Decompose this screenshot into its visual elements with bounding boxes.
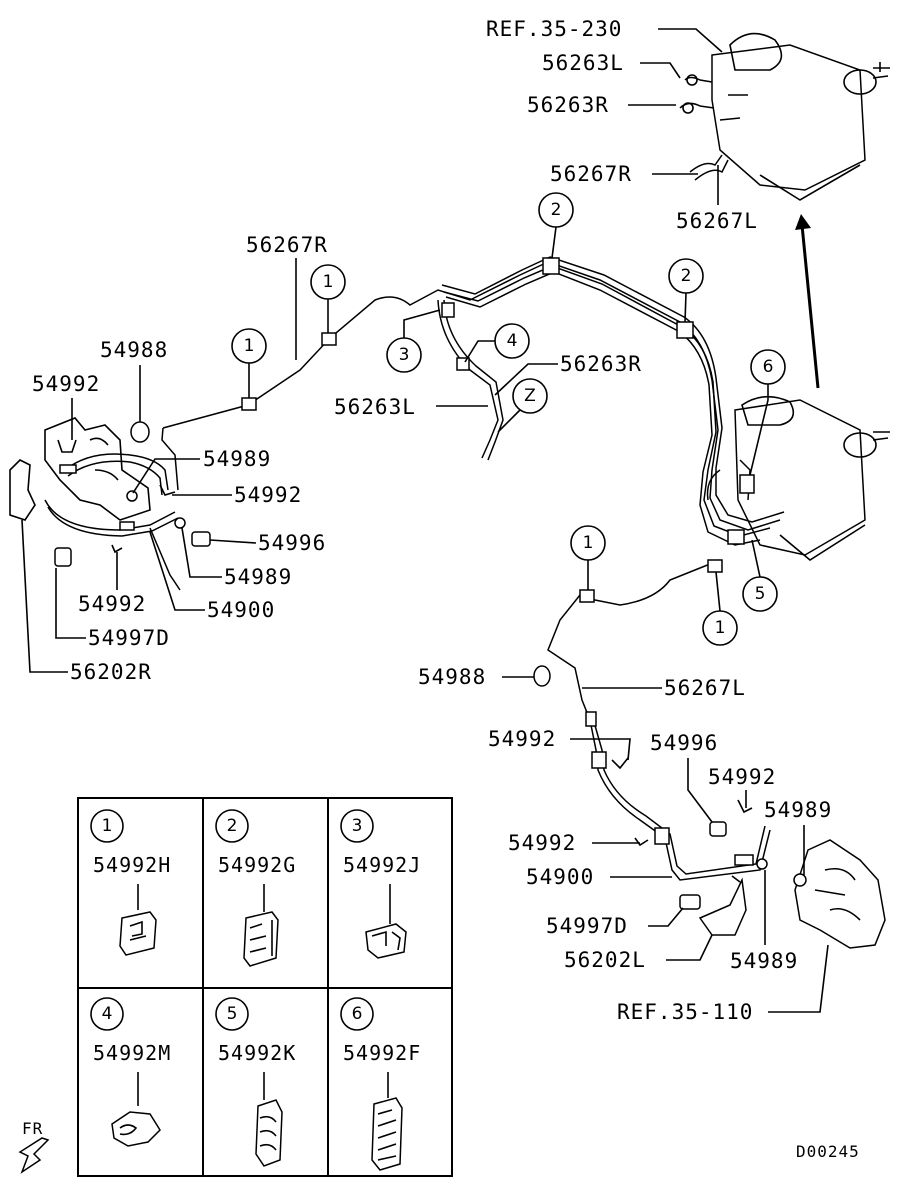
table-part-6: 54992F — [343, 1041, 421, 1065]
table-num-1: 1 — [102, 816, 113, 836]
table-num-2: 2 — [227, 816, 238, 836]
clip-1-a — [241, 397, 257, 411]
label-54900-left: 54900 — [207, 598, 275, 622]
label-54996-right: 54996 — [650, 731, 718, 755]
label-56202R-left: 56202R — [70, 660, 152, 684]
table-num-3: 3 — [352, 816, 363, 836]
right-caliper-assembly — [533, 665, 886, 949]
left-caliper-assembly — [9, 417, 211, 591]
ref-35-230-label: REF.35-230 — [486, 17, 622, 41]
table-part-1: 54992H — [93, 853, 171, 877]
label-54989-right-a: 54989 — [764, 798, 832, 822]
master-cylinder-top — [711, 32, 890, 201]
clip-1-c — [579, 589, 595, 603]
front-arrow-icon — [18, 1137, 50, 1174]
table-part-2: 54992G — [218, 853, 296, 877]
clip-5-icon — [255, 1099, 283, 1167]
label-56263L-mid: 56263L — [334, 395, 416, 419]
callout-2-b: 2 — [681, 266, 692, 286]
label-54989-left-a: 54989 — [203, 447, 271, 471]
label-54992-left-b: 54992 — [234, 483, 302, 507]
clip-reference-table: 1 54992H 2 54992G 3 54992J 4 54992M 5 54… — [77, 797, 453, 1177]
label-56267L-right: 56267L — [664, 676, 746, 700]
callout-3: 3 — [399, 345, 410, 365]
label-56267R-top: 56267R — [550, 162, 632, 186]
callout-5: 5 — [755, 584, 766, 604]
clip-1-d — [707, 559, 723, 573]
label-56263R-top: 56263R — [527, 93, 609, 117]
callout-Z: Z — [524, 386, 536, 406]
callout-1-b: 1 — [323, 272, 334, 292]
clip-2-b — [676, 321, 694, 339]
callout-1-a: 1 — [244, 336, 255, 356]
clip-2-icon — [243, 911, 279, 967]
clip-2-a — [542, 257, 560, 275]
callout-1-c: 1 — [583, 533, 594, 553]
pipe-top-1 — [684, 76, 713, 83]
clip-5 — [727, 529, 745, 545]
callout-6: 6 — [763, 357, 774, 377]
master-cylinder-mid — [734, 395, 890, 561]
label-54988-right: 54988 — [418, 665, 486, 689]
clip-6 — [739, 474, 755, 494]
label-54992-left: 54992 — [32, 372, 100, 396]
clip-1-icon — [119, 911, 157, 956]
front-direction-indicator: FR — [18, 1119, 50, 1174]
clip-1-b — [321, 332, 337, 346]
table-part-3: 54992J — [343, 853, 421, 877]
label-54992-right-b: 54992 — [708, 765, 776, 789]
drawing-code: D00245 — [796, 1142, 860, 1161]
table-num-6: 6 — [352, 1004, 363, 1024]
table-part-4: 54992M — [93, 1041, 171, 1065]
callouts: 1 1 2 2 3 4 Z 6 1 1 5 — [231, 192, 786, 646]
label-54992-right-a: 54992 — [488, 727, 556, 751]
label-54989-left-b: 54989 — [224, 565, 292, 589]
label-56263L-top: 56263L — [542, 51, 624, 75]
fr-label: FR — [22, 1119, 43, 1138]
label-54996-left: 54996 — [258, 531, 326, 555]
label-54988-left: 54988 — [100, 338, 168, 362]
label-54997D-left: 54997D — [88, 626, 170, 650]
arrow-up-icon — [795, 214, 811, 230]
clip-6-icon — [371, 1097, 403, 1171]
label-54989-right-b: 54989 — [730, 949, 798, 973]
label-54997D-right: 54997D — [546, 914, 628, 938]
table-num-5: 5 — [227, 1004, 238, 1024]
label-56263R-mid: 56263R — [560, 352, 642, 376]
table-part-5: 54992K — [218, 1041, 296, 1065]
callout-4: 4 — [507, 331, 518, 351]
main-brake-pipes — [162, 256, 785, 721]
label-54992-right-c: 54992 — [508, 831, 576, 855]
ref-35-110-label: REF.35-110 — [617, 1000, 753, 1024]
clip-3 — [441, 302, 455, 318]
table-num-4: 4 — [102, 1004, 113, 1024]
label-56267L-top: 56267L — [676, 209, 758, 233]
callout-2-a: 2 — [551, 200, 562, 220]
label-56202L-right: 56202L — [564, 948, 646, 972]
label-54992-left-c: 54992 — [78, 592, 146, 616]
label-54900-right: 54900 — [526, 865, 594, 889]
label-56267R-left: 56267R — [246, 233, 328, 257]
callout-1-d: 1 — [715, 618, 726, 638]
